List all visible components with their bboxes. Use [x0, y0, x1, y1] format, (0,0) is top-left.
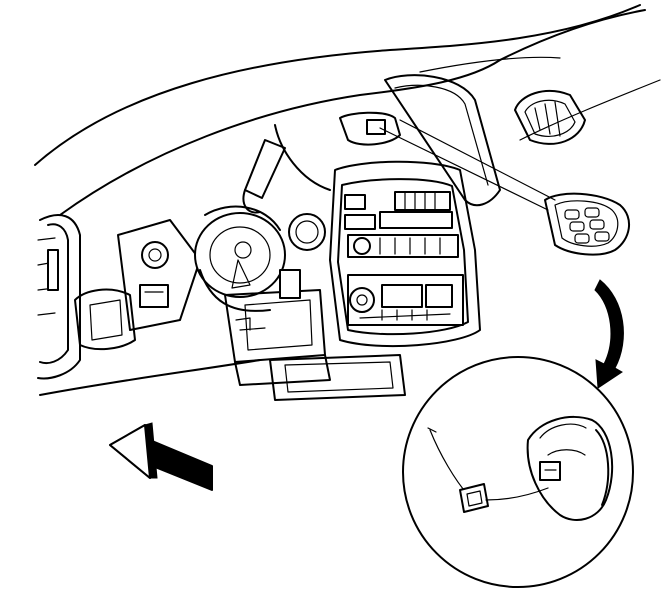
steering-column	[194, 139, 286, 312]
lower-left-panel	[74, 288, 136, 351]
headlamp-switch	[117, 219, 201, 331]
detail-view-circle	[402, 356, 634, 588]
lower-column-cover	[224, 269, 331, 386]
instrument-hood	[339, 74, 501, 207]
removal-arrow	[594, 279, 624, 389]
view-arrow	[109, 422, 213, 491]
right-air-vent	[514, 90, 586, 145]
removed-switch-assembly	[544, 192, 630, 256]
leader-lines	[379, 119, 556, 211]
left-air-vent	[37, 214, 261, 396]
center-stack	[269, 160, 481, 401]
dash-top-contour	[34, 4, 661, 216]
center-round-vent	[288, 213, 326, 251]
